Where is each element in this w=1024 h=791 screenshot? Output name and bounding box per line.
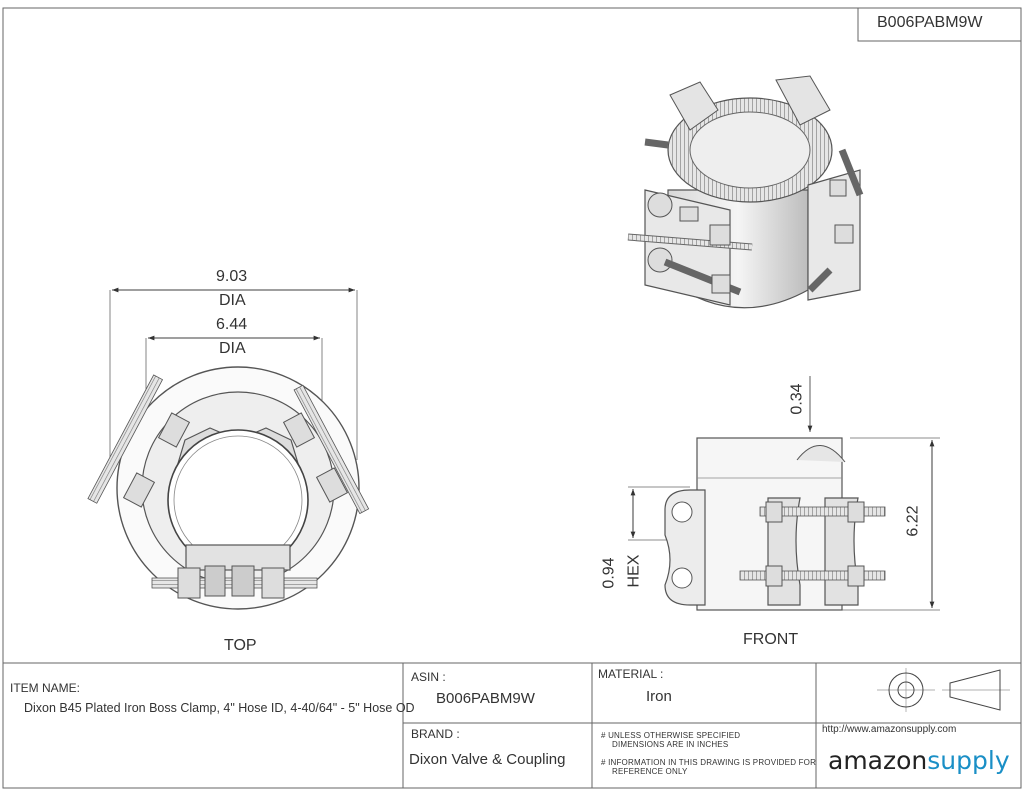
item-name-label: ITEM NAME: (10, 681, 81, 695)
front-view-label: FRONT (743, 631, 799, 648)
asin-label: ASIN : (411, 670, 446, 684)
front-view (628, 376, 940, 611)
brand-value: Dixon Valve & Coupling (409, 751, 566, 768)
asin-header: B006PABM9W (877, 14, 983, 31)
brand-label: BRAND : (411, 727, 460, 741)
item-name-value: Dixon B45 Plated Iron Boss Clamp, 4" Hos… (24, 701, 415, 715)
logo-amazon: amazon (828, 746, 928, 775)
note-reference-line2: REFERENCE ONLY (612, 767, 688, 776)
top-view-label: TOP (224, 637, 257, 654)
inner-dia-value: 6.44 (216, 316, 248, 333)
top-view (87, 287, 370, 610)
material-label: MATERIAL : (598, 667, 664, 681)
isometric-view (627, 75, 864, 309)
hex-label: HEX (625, 554, 643, 588)
sheet-border (2, 7, 1022, 789)
website-link[interactable]: http://www.amazonsupply.com (822, 724, 957, 735)
projection-symbol (877, 668, 1010, 712)
outer-dia-value: 9.03 (216, 268, 248, 285)
amazon-supply-logo: amazonsupply (828, 746, 1010, 775)
material-value: Iron (646, 688, 672, 705)
note-units-line1: # UNLESS OTHERWISE SPECIFIED (601, 731, 741, 740)
logo-supply: supply (927, 746, 1010, 775)
height-value: 6.22 (904, 505, 922, 537)
outer-dia-label: DIA (219, 292, 246, 309)
note-units-line2: DIMENSIONS ARE IN INCHES (612, 740, 729, 749)
top-offset-value: 0.34 (788, 383, 806, 415)
hex-value: 0.94 (600, 557, 618, 589)
asin-value: B006PABM9W (436, 690, 535, 707)
asin-box-top (857, 7, 1022, 42)
note-reference-line1: # INFORMATION IN THIS DRAWING IS PROVIDE… (601, 758, 817, 767)
title-block (3, 662, 1021, 788)
inner-dia-label: DIA (219, 340, 246, 357)
